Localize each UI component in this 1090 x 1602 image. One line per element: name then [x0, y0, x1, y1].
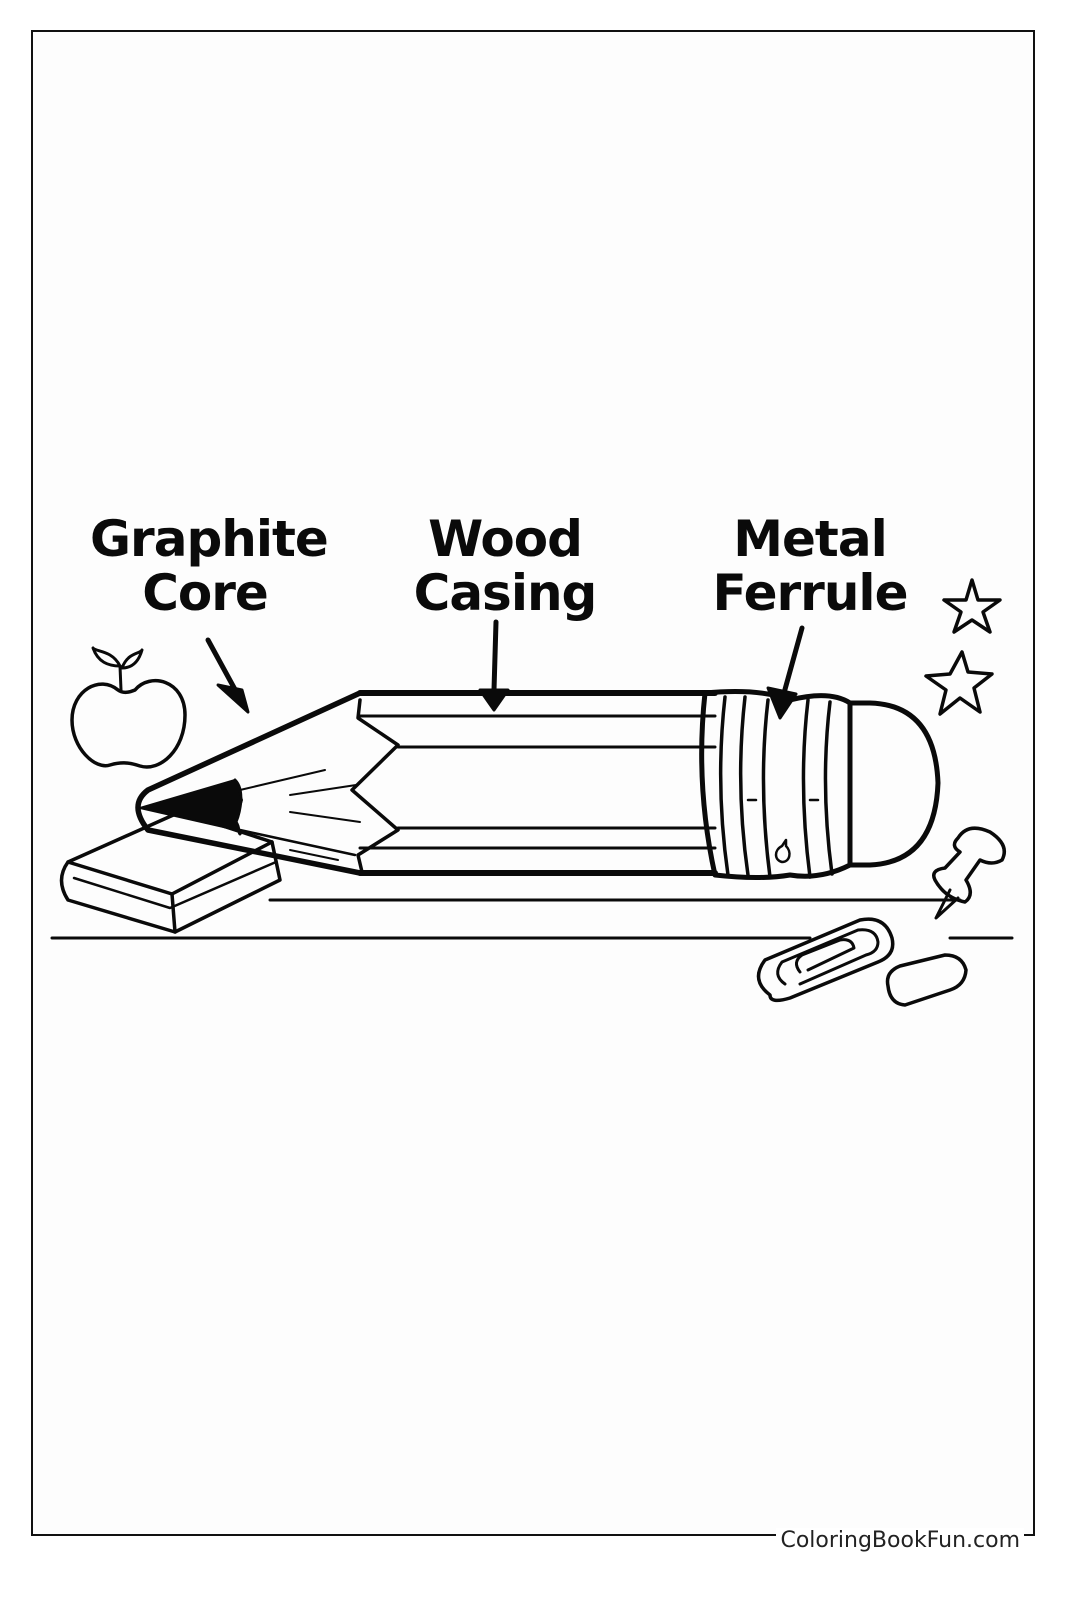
wood-casing-label-line2: Casing	[413, 564, 598, 622]
label-arrows	[205, 619, 805, 720]
metal-ferrule-label: Metal Ferrule	[700, 512, 920, 620]
site-watermark: ColoringBookFun.com	[776, 1528, 1024, 1553]
metal-ferrule-label-line2: Ferrule	[712, 564, 908, 622]
star-icon	[942, 578, 1002, 634]
desk-lines	[50, 898, 1014, 940]
eraser-cap	[847, 700, 941, 868]
push-pin-icon	[932, 826, 1006, 920]
page-border	[31, 30, 1035, 1536]
graphite-core-label-line1: Graphite	[90, 510, 329, 568]
pencil	[135, 690, 718, 876]
paper-clip-icon	[756, 917, 895, 1003]
metal-ferrule-label-line1: Metal	[733, 510, 887, 568]
wood-casing-label-line1: Wood	[428, 510, 583, 568]
small-eraser-icon	[885, 953, 968, 1007]
wood-casing-label: Wood Casing	[400, 512, 610, 620]
graphite-core-label: Graphite Core	[90, 510, 329, 622]
book-icon	[59, 810, 282, 934]
star-icon	[924, 650, 994, 716]
graphite-core-label-line2: Core	[142, 564, 269, 622]
ferrule	[699, 689, 853, 880]
apple-icon	[70, 646, 187, 769]
